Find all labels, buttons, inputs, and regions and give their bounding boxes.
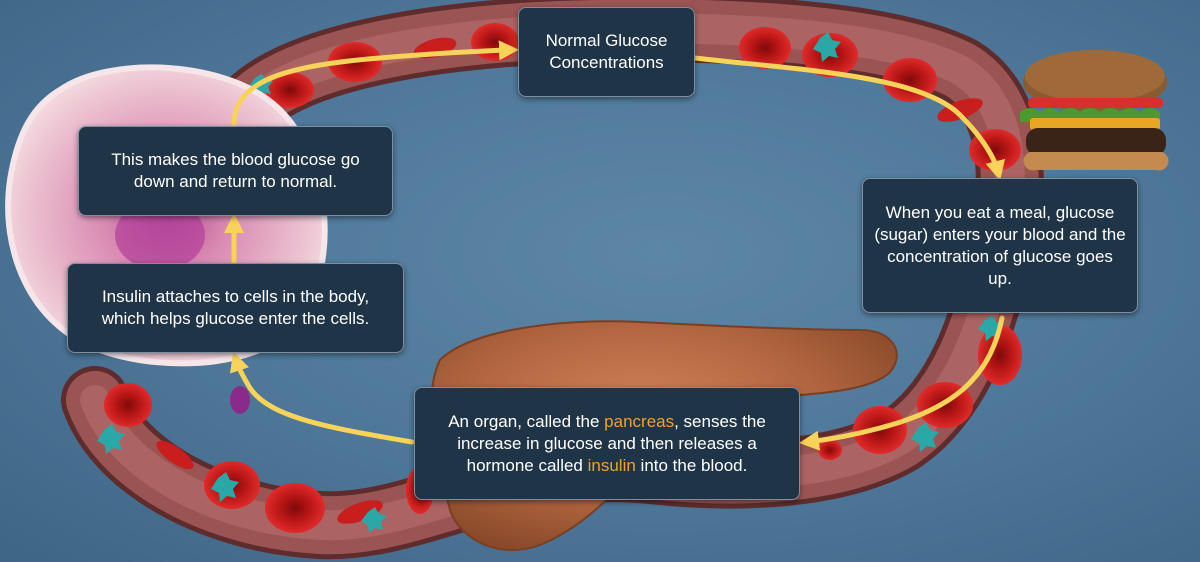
- arrow-normal-to-meal: [692, 55, 1006, 181]
- cycle-arrows: [224, 40, 1006, 451]
- insulin-molecule-icon: [97, 32, 1004, 533]
- glucose-normal-text: This makes the blood glucose go down and…: [111, 150, 360, 191]
- glucose-normal-box: This makes the blood glucose go down and…: [78, 126, 393, 216]
- insulin-attach-text: Insulin attaches to cells in the body, w…: [101, 287, 370, 328]
- pancreas-text-part3: into the blood.: [635, 455, 748, 475]
- normal-glucose-box: Normal Glucose Concentrations: [518, 7, 695, 97]
- hamburger-icon: [1020, 50, 1169, 171]
- arrow-pancreas-to-attach: [229, 351, 415, 445]
- pancreas-text-part2: , senses the increase in glucose and the…: [457, 411, 766, 475]
- pancreas-box: An organ, called the pancreas, senses th…: [414, 387, 800, 500]
- insulin-attach-box: Insulin attaches to cells in the body, w…: [67, 263, 404, 353]
- normal-glucose-text: Normal Glucose Concentrations: [545, 31, 668, 72]
- arrow-result-to-normal: [231, 40, 519, 129]
- insulin-keyword: insulin: [587, 455, 636, 475]
- arrow-meal-to-pancreas: [799, 315, 1005, 451]
- pancreas-text-part1: An organ, called the: [448, 411, 605, 431]
- pancreas-keyword: pancreas: [604, 411, 675, 431]
- meal-text: When you eat a meal, glucose (sugar) ent…: [874, 202, 1126, 288]
- body-cell-icon: [5, 64, 328, 414]
- meal-box: When you eat a meal, glucose (sugar) ent…: [862, 178, 1138, 313]
- pancreas-text: An organ, called the pancreas, senses th…: [425, 411, 789, 477]
